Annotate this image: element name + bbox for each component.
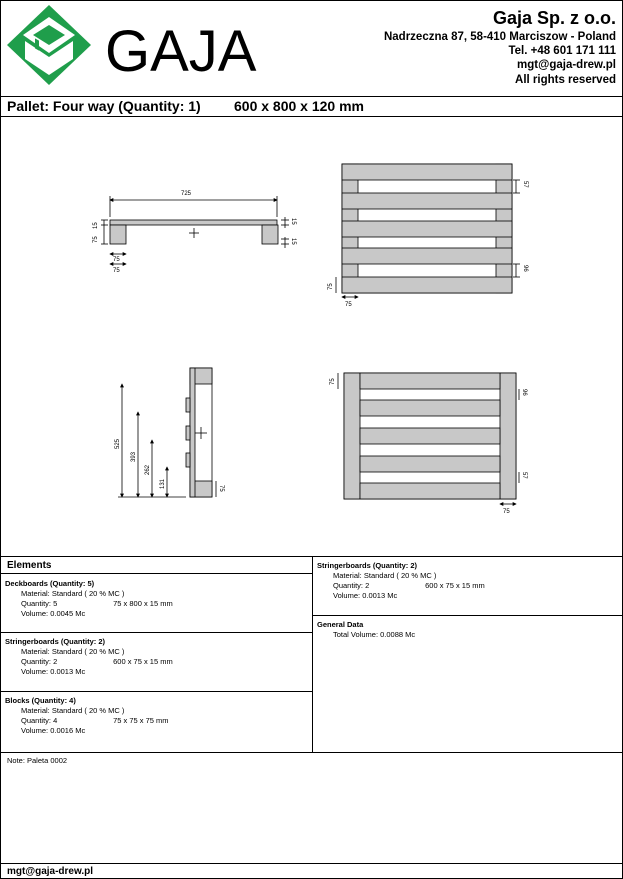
elements-right-column: Stringerboards (Quantity: 2) Material: S… — [313, 557, 622, 752]
deckboards-dims: 75 x 800 x 15 mm — [113, 599, 173, 608]
blocks-title: Blocks (Quantity: 4) — [5, 696, 76, 705]
material-label: Material: — [21, 589, 50, 598]
dim-front-131: 131 — [160, 478, 166, 489]
total-volume-value: 0.0088 Mc — [380, 630, 416, 639]
deckboards-volume: 0.0045 Mc — [50, 609, 86, 618]
stringerboards-material: Standard ( 20 % MC ) — [363, 571, 437, 580]
quantity-label: Quantity: — [21, 657, 52, 666]
material-label: Material: — [333, 571, 362, 580]
pallet-size: 600 x 800 x 120 mm — [234, 98, 364, 114]
dim-side-15a: 15 — [93, 222, 99, 229]
blocks-volume: 0.0016 Mc — [50, 726, 86, 735]
company-rights: All rights reserved — [515, 73, 616, 86]
dim-top-75h: 75 — [345, 302, 352, 308]
company-email: mgt@gaja-drew.pl — [517, 59, 616, 72]
material-label: Material: — [21, 706, 50, 715]
stringerboards-quantity: 2 — [365, 581, 370, 590]
company-phone: Tel. +48 601 171 111 — [508, 44, 616, 57]
stringerboards-dims: 600 x 75 x 15 mm — [425, 581, 485, 590]
deckboards-title: Deckboards (Quantity: 5) — [5, 579, 95, 588]
material-label: Material: — [21, 647, 50, 656]
stringerboards-section: Stringerboards (Quantity: 2) Material: S… — [1, 637, 173, 677]
dim-bot-75v: 75 — [330, 378, 336, 385]
bottom-view — [337, 372, 520, 506]
blocks-section: Blocks (Quantity: 4) Material: Standard … — [1, 696, 169, 736]
blocks-quantity: 4 — [53, 716, 58, 725]
quantity-label: Quantity: — [21, 599, 52, 608]
deckboards-quantity: 5 — [53, 599, 58, 608]
dim-top-57: 57 — [522, 181, 528, 188]
company-info: Gaja Sp. z o.o. Nadrzeczna 87, 58-410 Ma… — [384, 7, 616, 87]
deckboards-section: Deckboards (Quantity: 5) Material: Stand… — [1, 579, 173, 619]
quantity-label: Quantity: — [333, 581, 364, 590]
footer-email: mgt@gaja-drew.pl — [1, 863, 622, 878]
pallet-title: Pallet: Four way (Quantity: 1) — [7, 98, 201, 114]
stringerboards-quantity: 2 — [53, 657, 58, 666]
dim-front-393: 393 — [131, 451, 137, 462]
dim-side-75b: 75 — [113, 257, 120, 263]
dim-bot-96: 96 — [521, 389, 527, 396]
note: Note: Paleta 0002 — [7, 756, 68, 765]
stringerboards-section-2: Stringerboards (Quantity: 2) Material: S… — [313, 561, 485, 601]
divider — [1, 691, 312, 692]
dim-side-75: 75 — [93, 236, 99, 243]
volume-label: Volume: — [21, 609, 49, 618]
volume-label: Volume: — [21, 726, 49, 735]
top-view — [335, 163, 520, 299]
dim-front-262: 262 — [145, 464, 151, 475]
side-view — [101, 196, 289, 266]
general-data-title: General Data — [317, 620, 364, 629]
divider — [1, 632, 312, 633]
quantity-label: Quantity: — [21, 716, 52, 725]
deckboards-material: Standard ( 20 % MC ) — [51, 589, 125, 598]
stringerboards-dims: 600 x 75 x 15 mm — [113, 657, 173, 666]
stringerboards-volume: 0.0013 Mc — [50, 667, 86, 676]
title-bar: Pallet: Four way (Quantity: 1) 600 x 800… — [1, 96, 622, 117]
dim-bot-75h: 75 — [503, 509, 510, 515]
logo-text: GAJA — [105, 19, 257, 84]
dim-side-725: 725 — [181, 191, 192, 197]
stringerboards-title: Stringerboards (Quantity: 2) — [317, 561, 418, 570]
company-name: Gaja Sp. z o.o. — [492, 8, 616, 28]
gaja-logo: GAJA — [7, 5, 257, 85]
dim-side-15c: 15 — [290, 238, 296, 245]
header: GAJA Gaja Sp. z o.o. Nadrzeczna 87, 58-4… — [1, 1, 622, 97]
blocks-dims: 75 x 75 x 75 mm — [113, 716, 169, 725]
front-view — [118, 367, 217, 498]
general-data-section: General Data Total Volume: 0.0088 Mc — [313, 620, 415, 640]
dim-top-96: 96 — [522, 265, 528, 272]
volume-label: Volume: — [333, 591, 361, 600]
dim-front-75: 75 — [218, 485, 224, 492]
dim-front-525: 525 — [115, 438, 121, 449]
stringerboards-material: Standard ( 20 % MC ) — [51, 647, 125, 656]
dim-top-75v: 75 — [328, 283, 334, 290]
dim-side-75c: 75 — [113, 268, 120, 274]
elements-left-column: Elements Deckboards (Quantity: 5) Materi… — [1, 557, 313, 752]
elements-table: Elements Deckboards (Quantity: 5) Materi… — [1, 556, 622, 753]
company-address: Nadrzeczna 87, 58-410 Marciszow - Poland — [383, 30, 616, 43]
stringerboards-volume: 0.0013 Mc — [362, 591, 398, 600]
total-volume-label: Total Volume: — [333, 630, 379, 639]
logo-cube-icon — [7, 5, 91, 85]
dim-bot-57: 57 — [521, 472, 527, 479]
technical-drawings: 725 15 75 15 15 75 75 57 96 75 75 525 39… — [93, 163, 528, 515]
dim-side-15b: 15 — [290, 218, 296, 225]
blocks-material: Standard ( 20 % MC ) — [51, 706, 125, 715]
divider — [313, 615, 622, 616]
elements-heading: Elements — [1, 557, 312, 574]
stringerboards-title: Stringerboards (Quantity: 2) — [5, 637, 106, 646]
volume-label: Volume: — [21, 667, 49, 676]
